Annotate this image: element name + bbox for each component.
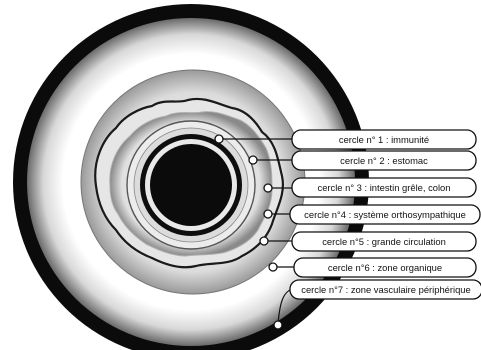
- label-1: cercle n° 1 : immunité: [291, 129, 477, 150]
- label-7: cercle n°7 : zone vasculaire périphériqu…: [289, 279, 481, 300]
- label-6-text: cercle n°6 : zone organique: [328, 262, 442, 273]
- marker-1: [214, 134, 224, 144]
- label-3-text: cercle n° 3 : intestin grêle, colon: [318, 182, 451, 193]
- label-7-text: cercle n°7 : zone vasculaire périphériqu…: [301, 284, 470, 295]
- marker-5: [259, 236, 269, 246]
- marker-7: [273, 320, 283, 330]
- label-2-text: cercle n° 2 : estomac: [340, 155, 428, 166]
- marker-4: [263, 209, 273, 219]
- label-5: cercle n°5 : grande circulation: [291, 231, 477, 252]
- endpoint-markers: [214, 134, 283, 330]
- label-5-text: cercle n°5 : grande circulation: [322, 236, 446, 247]
- label-2: cercle n° 2 : estomac: [291, 150, 477, 171]
- label-4-text: cercle n°4 : système orthosympathique: [304, 209, 466, 220]
- marker-6: [268, 262, 278, 272]
- marker-3: [263, 183, 273, 193]
- marker-2: [248, 155, 258, 165]
- label-4: cercle n°4 : système orthosympathique: [289, 204, 481, 225]
- label-6: cercle n°6 : zone organique: [293, 257, 477, 278]
- label-1-text: cercle n° 1 : immunité: [339, 134, 429, 145]
- pupil: [150, 144, 232, 226]
- label-3: cercle n° 3 : intestin grêle, colon: [291, 177, 477, 198]
